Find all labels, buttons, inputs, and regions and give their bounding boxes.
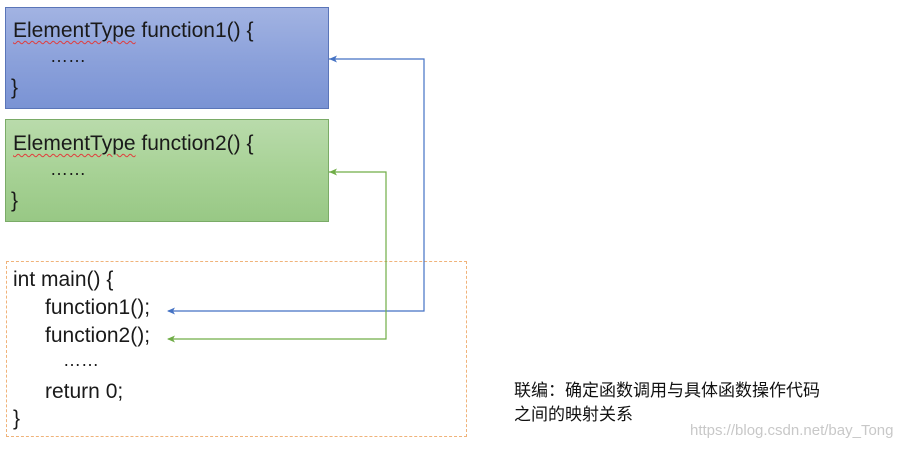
function2-definition-arrowhead xyxy=(329,168,337,176)
main-return-statement: return 0; xyxy=(45,380,124,403)
main-body-ellipsis: …… xyxy=(63,350,99,370)
binding-annotation: 联编：确定函数调用与具体函数操作代码之间的映射关系 xyxy=(514,379,820,427)
main-closing-brace: } xyxy=(13,407,21,430)
main-signature: int main() { xyxy=(13,268,114,291)
function2-definition-box: ElementType function2() { …… } xyxy=(5,119,329,222)
function2-closing-brace: } xyxy=(11,189,19,212)
main-call-function1: function1(); xyxy=(45,296,151,319)
annotation-line-1: 联编：确定函数调用与具体函数操作代码 xyxy=(514,381,820,401)
function1-signature-rest: function1() { xyxy=(135,19,254,42)
function1-call-to-definition-link xyxy=(167,58,425,315)
function2-signature: ElementType function2() { xyxy=(13,132,253,156)
function1-closing-brace: } xyxy=(11,76,19,99)
function2-signature-rest: function2() { xyxy=(135,132,254,155)
function2-return-type: ElementType xyxy=(13,132,136,155)
function2-body-ellipsis: …… xyxy=(50,159,86,179)
annotation-line-2: 之间的映射关系 xyxy=(514,405,633,425)
source-watermark: https://blog.csdn.net/bay_Tong xyxy=(690,422,894,439)
function1-definition-arrowhead xyxy=(329,55,337,63)
function1-body-ellipsis: …… xyxy=(50,46,86,66)
function1-signature: ElementType function1() { xyxy=(13,19,253,43)
function1-return-type: ElementType xyxy=(13,19,136,42)
main-function-box: int main() { function1(); function2(); …… xyxy=(6,261,467,437)
function2-call-to-definition-link xyxy=(167,171,387,343)
function1-definition-box: ElementType function1() { …… } xyxy=(5,7,329,109)
main-call-function2: function2(); xyxy=(45,324,151,347)
